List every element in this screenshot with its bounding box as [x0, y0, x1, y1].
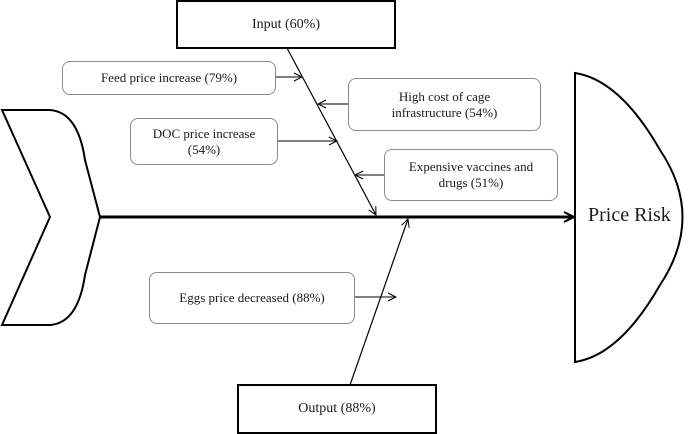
cause-feed-price: Feed price increase (79%) [62, 61, 276, 95]
fish-tail-shape [0, 109, 102, 326]
category-output-label: Output (88%) [298, 401, 376, 416]
cause-doc-line1: DOC price increase [152, 125, 256, 141]
cause-eggs-label: Eggs price decreased (88%) [179, 290, 325, 305]
cause-cage-line1: High cost of cage [398, 88, 491, 104]
category-input-label: Input (60%) [251, 16, 321, 32]
fish-head-shape [574, 71, 684, 364]
cause-doc-price: DOC price increase (54%) [130, 118, 278, 165]
cause-cage-line2: infrastructure (54%) [391, 104, 498, 120]
effect-label: Price Risk [588, 204, 671, 226]
cause-vaccines-line2: drugs (51%) [438, 175, 504, 190]
cause-vaccines-line1: Expensive vaccines and [408, 159, 534, 174]
output-bone [349, 219, 408, 386]
cause-doc-line2: (54%) [187, 141, 221, 157]
cause-cage-cost: High cost of cage infrastructure (54%) [348, 78, 541, 131]
cause-vaccines: Expensive vaccines and drugs (51%) [384, 149, 558, 201]
cause-feed-label: Feed price increase (79%) [100, 70, 238, 85]
category-output: Output (88%) [237, 384, 437, 434]
cause-eggs-price: Eggs price decreased (88%) [149, 272, 355, 324]
category-input: Input (60%) [176, 0, 396, 49]
input-bone [286, 47, 377, 215]
